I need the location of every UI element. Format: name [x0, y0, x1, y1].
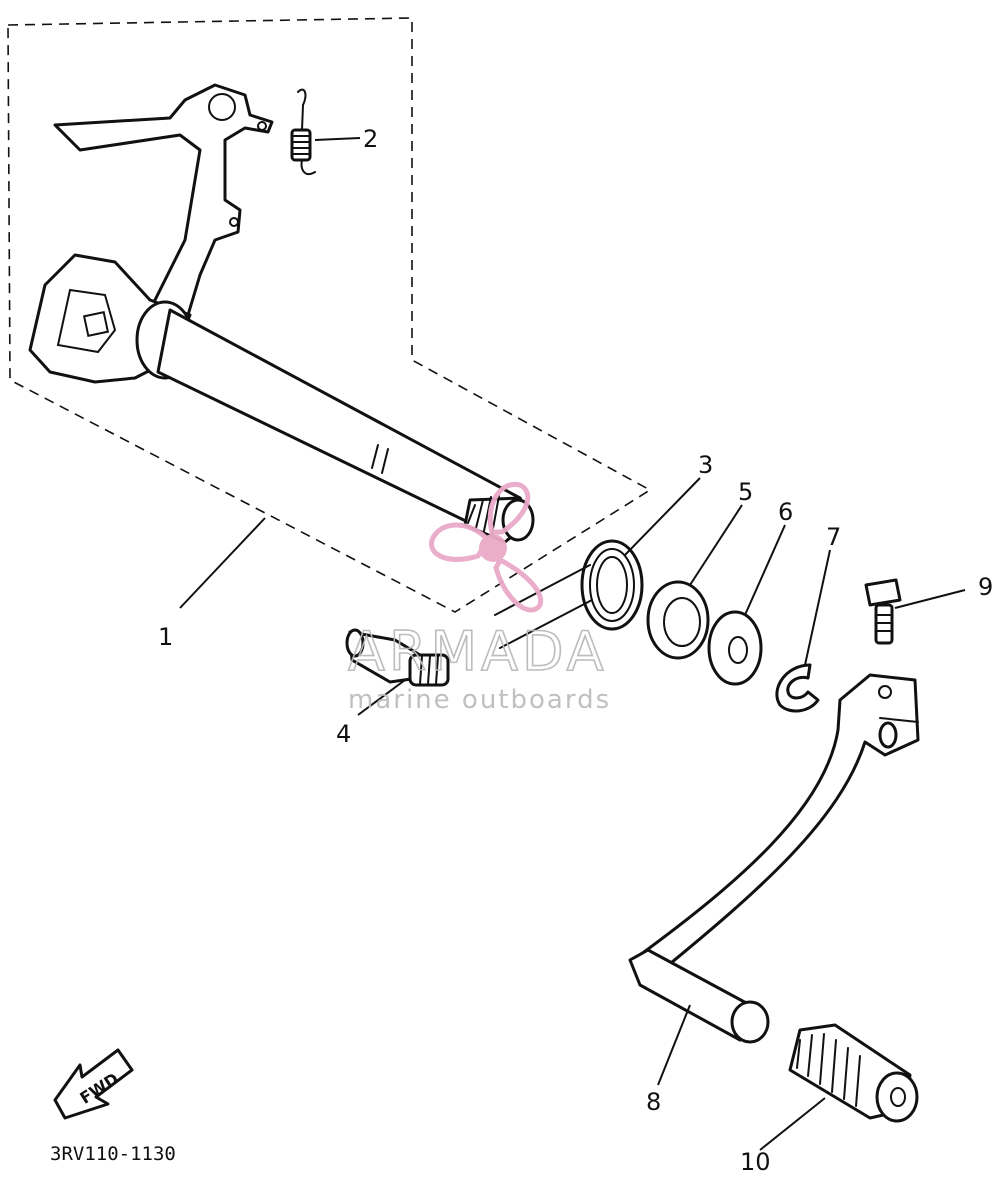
part-bolt: [864, 578, 902, 645]
part-oil-seal: [646, 580, 710, 660]
callout-2: 2: [363, 125, 378, 153]
part-pin-bolt: [345, 628, 450, 687]
watermark-propeller-icon: [429, 481, 544, 613]
callout-8: 8: [646, 1088, 661, 1116]
callout-7: 7: [826, 523, 841, 551]
leader-lines: [179, 137, 966, 1151]
watermark: ARMADA marine outboards: [347, 481, 611, 715]
part-code: 3RV110-1130: [50, 1143, 176, 1165]
callout-3: 3: [698, 451, 713, 479]
callout-6: 6: [778, 498, 793, 526]
part-circlip: [775, 663, 820, 713]
part-spring: [290, 88, 316, 176]
callout-5: 5: [738, 478, 753, 506]
part-washer: [707, 610, 763, 686]
watermark-brand: ARMADA: [348, 620, 608, 683]
callout-9: 9: [978, 573, 993, 601]
part-pedal-rubber: [788, 1023, 919, 1123]
watermark-tagline: marine outboards: [348, 685, 611, 715]
callouts: 1 2 3 4 5 6 7 8 9 10: [158, 125, 993, 1176]
callout-1: 1: [158, 623, 173, 651]
fwd-arrow: FWD: [53, 1048, 134, 1120]
part-torsion-spring: [494, 539, 644, 649]
part-shift-shaft: [28, 83, 535, 544]
callout-4: 4: [336, 720, 351, 748]
callout-10: 10: [740, 1148, 771, 1176]
part-shift-pedal: [628, 673, 920, 1044]
